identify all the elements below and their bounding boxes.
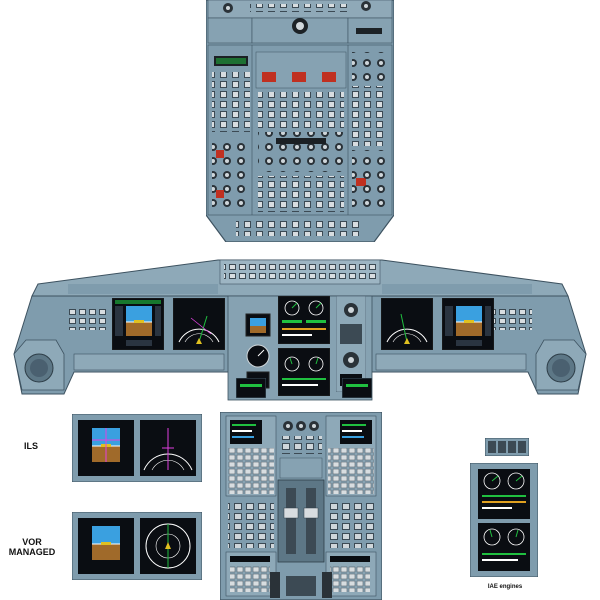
captain-pfd [112, 298, 164, 350]
vor-label-line2: MANAGED [8, 547, 56, 557]
nd-icon [381, 298, 433, 350]
upper-ecam [278, 296, 330, 344]
pfd-icon [442, 298, 494, 350]
ils-display-inset [72, 414, 202, 482]
engines-label: IAE engines [487, 584, 523, 590]
ecam-icon [278, 296, 330, 344]
vor-label-line1: VOR [22, 537, 42, 547]
vor-label: VOR MANAGED [4, 537, 60, 557]
iae-engine-ecam-inset [470, 463, 538, 577]
center-pedestal [220, 412, 382, 600]
engine-selector-panel [485, 438, 529, 456]
ils-label: ILS [23, 441, 38, 451]
vor-display-inset [72, 512, 202, 580]
nd-icon [173, 298, 225, 350]
fo-nd [381, 298, 433, 350]
captain-nd [173, 298, 225, 350]
lower-clock-display-right [342, 378, 372, 398]
pfd-icon [112, 298, 164, 350]
lower-clock-display [236, 378, 266, 398]
fo-pfd [442, 298, 494, 350]
ecam-control-panel [336, 296, 366, 392]
overhead-panel [206, 0, 394, 242]
lower-ecam [278, 348, 330, 396]
ecam-icon [278, 348, 330, 396]
